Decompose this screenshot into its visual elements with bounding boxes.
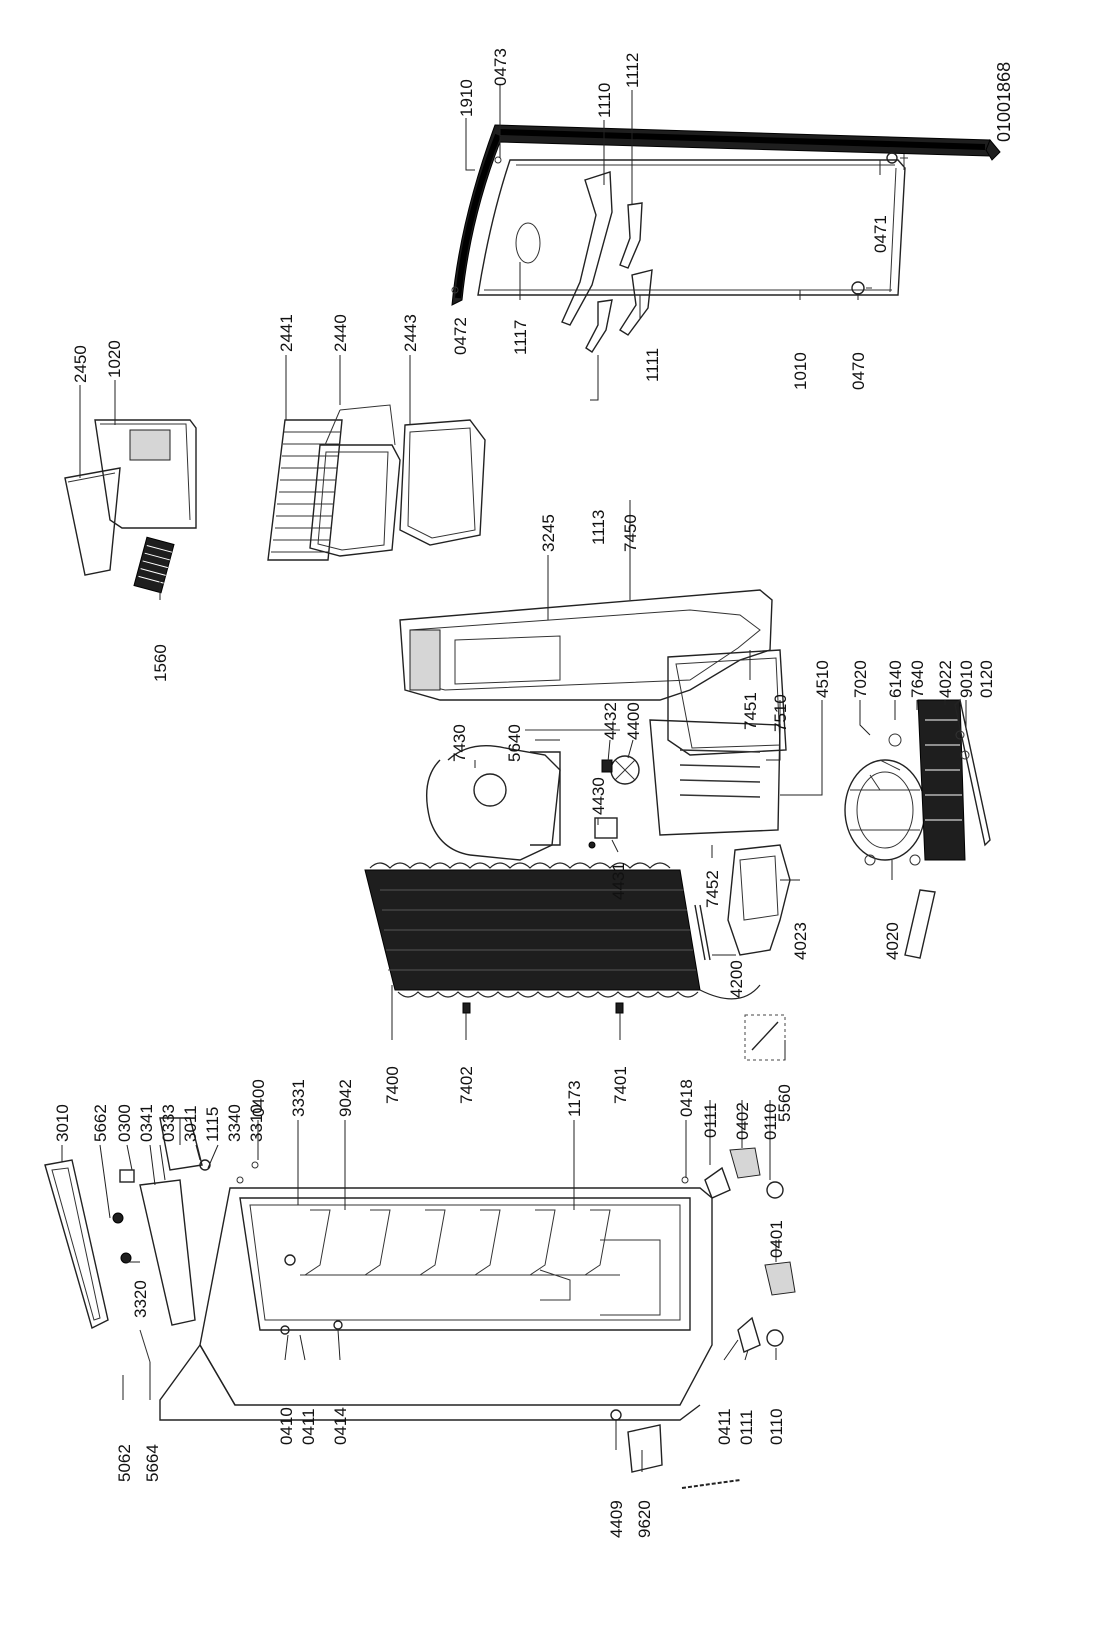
label-2440: 2440 bbox=[331, 314, 350, 352]
label-1173: 1173 bbox=[565, 1080, 584, 1117]
label-1010: 1010 bbox=[791, 352, 810, 390]
label-9620: 9620 bbox=[635, 1500, 654, 1538]
label-7452: 7452 bbox=[703, 870, 722, 908]
label-1111: 1111 bbox=[643, 348, 662, 382]
label-0401: 0401 bbox=[767, 1220, 786, 1258]
compressor-base-4022 bbox=[869, 698, 991, 861]
label-7450: 7450 bbox=[621, 514, 640, 552]
label-1117: 1117 bbox=[511, 320, 530, 355]
label-0111-top: 0111 bbox=[701, 1103, 720, 1138]
label-0414: 0414 bbox=[331, 1407, 350, 1445]
label-3340: 3340 bbox=[225, 1104, 244, 1142]
label-7430: 7430 bbox=[450, 724, 469, 762]
kit-5560 bbox=[744, 1014, 786, 1061]
label-3011: 3011 bbox=[181, 1105, 200, 1142]
label-3010: 3010 bbox=[53, 1104, 72, 1142]
label-0341: 0341 bbox=[137, 1104, 156, 1142]
compressor-4020 bbox=[844, 759, 926, 866]
label-1115: 1115 bbox=[203, 1107, 222, 1142]
label-9042: 9042 bbox=[336, 1079, 355, 1117]
label-0411-bottom: 0411 bbox=[715, 1408, 734, 1445]
label-0111-bottom: 0111 bbox=[737, 1410, 756, 1445]
label-4400: 4400 bbox=[624, 702, 643, 740]
cover-plate-7451 bbox=[649, 649, 787, 836]
label-0300: 0300 bbox=[115, 1104, 134, 1142]
door-handles bbox=[561, 171, 653, 353]
label-2443: 2443 bbox=[401, 314, 420, 352]
label-4020: 4020 bbox=[883, 922, 902, 960]
cabinet-small-parts bbox=[236, 1161, 343, 1335]
label-5062: 5062 bbox=[115, 1444, 134, 1482]
label-4022: 4022 bbox=[936, 660, 955, 698]
label-0471: 0471 bbox=[871, 215, 890, 253]
label-7402: 7402 bbox=[457, 1066, 476, 1104]
suction-pipe bbox=[904, 889, 936, 959]
label-4200: 4200 bbox=[727, 960, 746, 998]
liner-back-3245 bbox=[399, 589, 773, 701]
cabinet-body bbox=[159, 1187, 713, 1421]
label-3320: 3320 bbox=[131, 1280, 150, 1318]
label-1113: 1113 bbox=[589, 510, 608, 545]
label-4432: 4432 bbox=[601, 702, 620, 740]
label-0411-left: 0411 bbox=[299, 1408, 318, 1445]
label-4510: 4510 bbox=[813, 660, 832, 698]
evaporator-7430 bbox=[425, 729, 620, 861]
label-4409: 4409 bbox=[607, 1500, 626, 1538]
label-7640: 7640 bbox=[908, 660, 927, 698]
label-0470: 0470 bbox=[849, 352, 868, 390]
label-2441: 2441 bbox=[277, 314, 296, 352]
bottom-hinges bbox=[681, 1147, 796, 1353]
door-gasket-1910 bbox=[451, 124, 1001, 306]
label-3245: 3245 bbox=[539, 514, 558, 552]
clips-7401-7402 bbox=[462, 1002, 624, 1014]
freezer-flap bbox=[64, 419, 197, 576]
fan-assembly bbox=[588, 755, 640, 849]
label-3310: 3310 bbox=[247, 1104, 266, 1142]
tube-4200 bbox=[694, 904, 711, 961]
label-1112: 1112 bbox=[623, 53, 642, 88]
ice-tray-1560 bbox=[133, 536, 175, 594]
label-5662: 5662 bbox=[91, 1104, 110, 1142]
label-0120: 0120 bbox=[977, 660, 996, 698]
leader-lines bbox=[61, 85, 967, 1472]
label-7020: 7020 bbox=[851, 660, 870, 698]
door-panel-1010 bbox=[477, 156, 906, 296]
label-4430: 4430 bbox=[589, 777, 608, 815]
label-1910: 1910 bbox=[457, 79, 476, 117]
label-1560: 1560 bbox=[151, 644, 170, 682]
control-cover-3010 bbox=[44, 1117, 211, 1363]
label-3331: 3331 bbox=[289, 1079, 308, 1117]
label-7401: 7401 bbox=[611, 1066, 630, 1104]
label-0402: 0402 bbox=[733, 1102, 752, 1140]
label-0400: 0400 bbox=[249, 1079, 268, 1117]
label-5560: 5560 bbox=[775, 1084, 794, 1122]
drip-tray-4023 bbox=[727, 844, 791, 956]
label-4023: 4023 bbox=[791, 922, 810, 960]
label-7510: 7510 bbox=[771, 694, 790, 732]
freezer-drawers bbox=[309, 404, 486, 557]
label-1020: 1020 bbox=[105, 340, 124, 378]
label-7451: 7451 bbox=[741, 692, 760, 730]
label-5640: 5640 bbox=[505, 724, 524, 762]
label-4431: 4431 bbox=[609, 862, 628, 900]
label-0473: 0473 bbox=[491, 48, 510, 86]
diagram-id: 01001868 bbox=[994, 62, 1014, 142]
label-0472: 0472 bbox=[451, 317, 470, 355]
label-0410: 0410 bbox=[277, 1407, 296, 1445]
label-2450: 2450 bbox=[71, 345, 90, 383]
wire-shelf-2441 bbox=[267, 419, 343, 561]
label-7400: 7400 bbox=[383, 1066, 402, 1104]
label-9010: 9010 bbox=[957, 660, 976, 698]
label-1110: 1110 bbox=[595, 83, 614, 118]
condenser-7400 bbox=[364, 862, 761, 1000]
part-labels: 1910 0473 1110 1112 0471 0472 1117 1111 … bbox=[53, 48, 1014, 1538]
label-0418: 0418 bbox=[677, 1079, 696, 1117]
label-0333: 0333 bbox=[159, 1104, 178, 1142]
label-5664: 5664 bbox=[143, 1444, 162, 1482]
label-6140: 6140 bbox=[886, 660, 905, 698]
label-0110-top: 0110 bbox=[761, 1103, 780, 1140]
label-0110-bottom: 0110 bbox=[767, 1408, 786, 1445]
